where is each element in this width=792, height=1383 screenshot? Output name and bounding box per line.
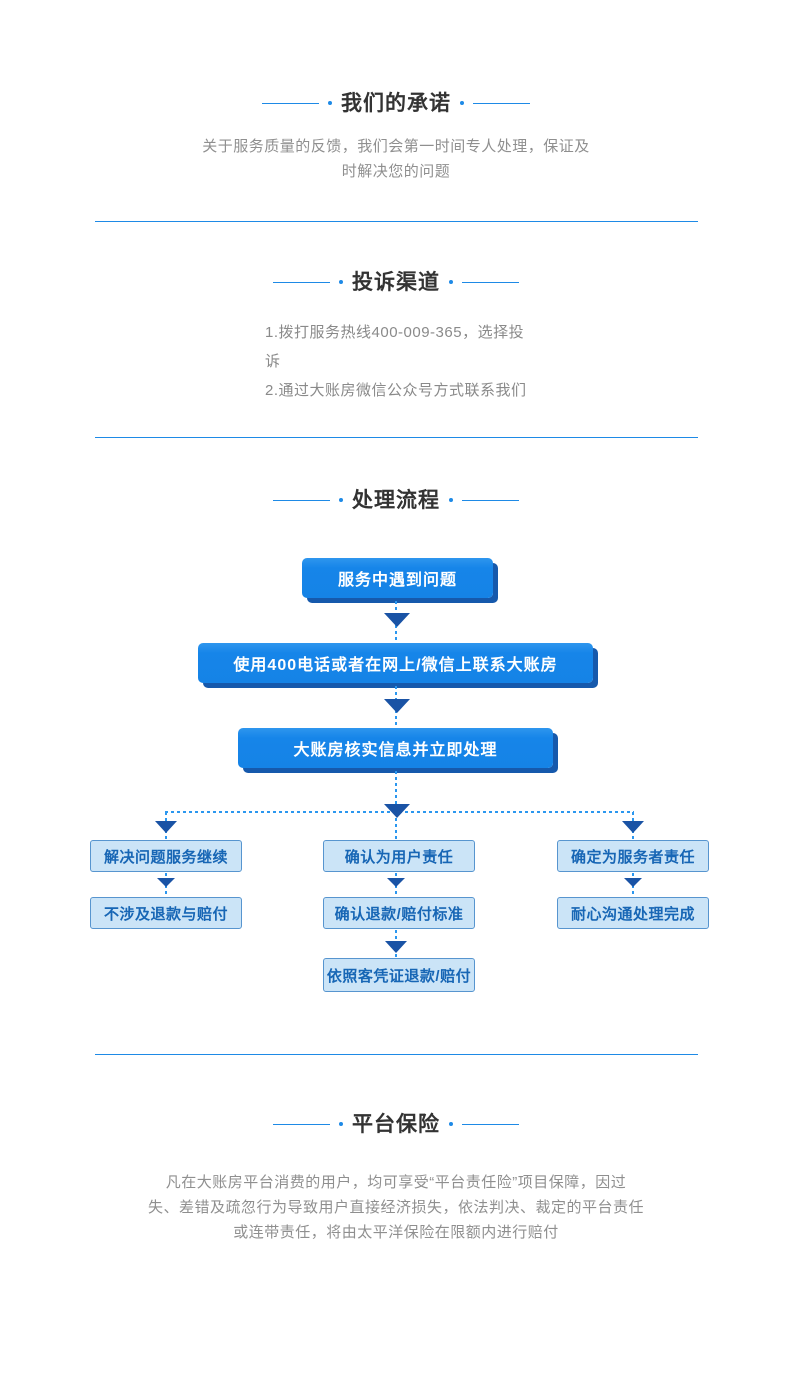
arrow-down-icon	[157, 878, 175, 887]
dashed-connector	[395, 771, 397, 812]
arrow-down-icon	[624, 878, 642, 887]
channel-item: 2.通过大账房微信公众号方式联系我们	[265, 382, 527, 399]
section-header-process: 处理流程	[0, 485, 792, 515]
section-header-promise: 我们的承诺	[0, 88, 792, 118]
flow-branch-box: 确定为服务者责任	[557, 840, 709, 872]
section-divider	[95, 437, 698, 438]
decoration-line	[462, 1123, 519, 1125]
arrow-down-icon	[384, 804, 410, 818]
insurance-title: 平台保险	[352, 1112, 440, 1136]
decoration-line	[462, 281, 519, 283]
decoration-line	[273, 499, 330, 501]
dot-separator-icon	[449, 498, 453, 502]
channels-list: 1.拨打服务热线400-009-365，选择投诉 2.通过大账房微信公众号方式联…	[0, 318, 792, 405]
flow-step-box: 服务中遇到问题	[302, 558, 493, 598]
dashed-connector	[395, 812, 397, 840]
promise-title: 我们的承诺	[341, 91, 451, 115]
section-divider	[95, 1054, 698, 1055]
channels-title: 投诉渠道	[352, 270, 440, 294]
section-divider	[95, 221, 698, 222]
dot-separator-icon	[339, 498, 343, 502]
dot-separator-icon	[449, 1122, 453, 1126]
dot-separator-icon	[328, 101, 332, 105]
dot-separator-icon	[339, 1122, 343, 1126]
dot-separator-icon	[449, 280, 453, 284]
promise-description-line: 关于服务质量的反馈，我们会第一时间专人处理，保证及	[202, 138, 590, 155]
flow-branch-box: 解决问题服务继续	[90, 840, 242, 872]
dot-separator-icon	[339, 280, 343, 284]
decoration-line	[462, 499, 519, 501]
insurance-description-line: 失、差错及疏忽行为导致用户直接经济损失，依法判决、裁定的平台责任	[147, 1199, 644, 1216]
insurance-description-line: 或连带责任，将由太平洋保险在限额内进行赔付	[233, 1224, 559, 1241]
decoration-line	[473, 102, 530, 104]
promise-description-line: 时解决您的问题	[341, 163, 451, 180]
decoration-line	[262, 102, 319, 104]
promise-description: 关于服务质量的反馈，我们会第一时间专人处理，保证及 时解决您的问题	[0, 134, 792, 184]
decoration-line	[273, 1123, 330, 1125]
arrow-down-icon	[385, 941, 407, 953]
arrow-down-icon	[622, 821, 644, 833]
insurance-description: 凡在大账房平台消费的用户，均可享受“平台责任险”项目保障，因过 失、差错及疏忽行…	[0, 1170, 792, 1245]
dot-separator-icon	[460, 101, 464, 105]
process-title: 处理流程	[352, 488, 440, 512]
channel-item: 1.拨打服务热线400-009-365，选择投诉	[265, 324, 525, 370]
insurance-description-line: 凡在大账房平台消费的用户，均可享受“平台责任险”项目保障，因过	[165, 1174, 627, 1191]
flow-branch-box: 不涉及退款与赔付	[90, 897, 242, 929]
arrow-down-icon	[155, 821, 177, 833]
section-header-insurance: 平台保险	[0, 1109, 792, 1139]
flow-branch-box: 确认退款/赔付标准	[323, 897, 475, 929]
arrow-down-icon	[387, 878, 405, 887]
flow-step-box: 大账房核实信息并立即处理	[238, 728, 553, 768]
arrow-down-icon	[384, 613, 410, 627]
flow-step-box: 使用400电话或者在网上/微信上联系大账房	[198, 643, 593, 683]
flow-branch-box: 确认为用户责任	[323, 840, 475, 872]
section-header-channels: 投诉渠道	[0, 267, 792, 297]
flow-branch-box: 耐心沟通处理完成	[557, 897, 709, 929]
decoration-line	[273, 281, 330, 283]
flow-branch-box: 依照客凭证退款/赔付	[323, 958, 475, 992]
arrow-down-icon	[384, 699, 410, 713]
